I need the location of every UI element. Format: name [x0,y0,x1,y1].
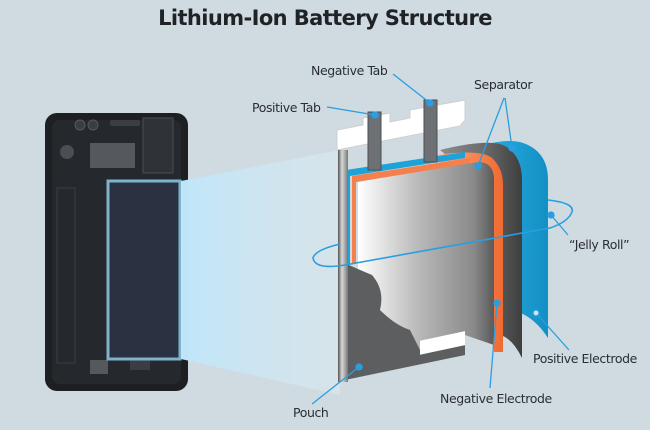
leader-dot [532,309,540,317]
projection-beam [181,150,340,395]
speaker [130,360,150,370]
leader-dot [547,211,555,219]
diagram-title: Lithium-Ion Battery Structure [158,6,492,30]
label-pouch: Pouch [293,405,329,420]
leader-negative-tab [392,73,431,104]
sim-tray [142,117,174,174]
leader-negative-electrode [489,302,498,389]
leader-dot [355,363,363,371]
label-positive-electrode: Positive Electrode [533,351,637,366]
vibration-motor [60,145,74,159]
usb-port [90,360,108,374]
phone-illustration [45,113,188,391]
positive-tab [367,111,382,171]
leader-dot [508,144,516,152]
phone-component [56,187,76,364]
positive-electrode-layer [470,141,548,338]
leader-separator-outer [504,97,513,149]
leader-pouch [311,366,360,405]
leader-positive-electrode [535,312,570,351]
label-negative-electrode: Negative Electrode [440,391,552,406]
leader-separator-inner [477,97,505,167]
negative-electrode-layer [430,152,503,352]
leader-dot [371,111,379,119]
leader-dot [474,162,482,170]
phone-component [110,120,140,126]
leader-dot [426,99,434,107]
phone-battery-highlight [106,179,182,361]
leader-dot [493,299,501,307]
pouch-inner-sheet [420,331,465,355]
phone-component [90,143,135,168]
negative-tab [423,99,438,163]
leader-lines [311,73,570,405]
leader-positive-tab [326,106,376,116]
leader-jelly-roll [550,214,569,236]
camera-lens-icon [87,119,99,131]
camera-lens-icon [74,119,86,131]
label-jelly-roll: “Jelly Roll” [569,237,630,252]
label-positive-tab: Positive Tab [252,100,321,115]
pouch-top-seal [336,99,466,151]
jelly-roll-loop-left [312,227,551,268]
label-separator: Separator [474,77,533,92]
label-negative-tab: Negative Tab [311,63,388,78]
